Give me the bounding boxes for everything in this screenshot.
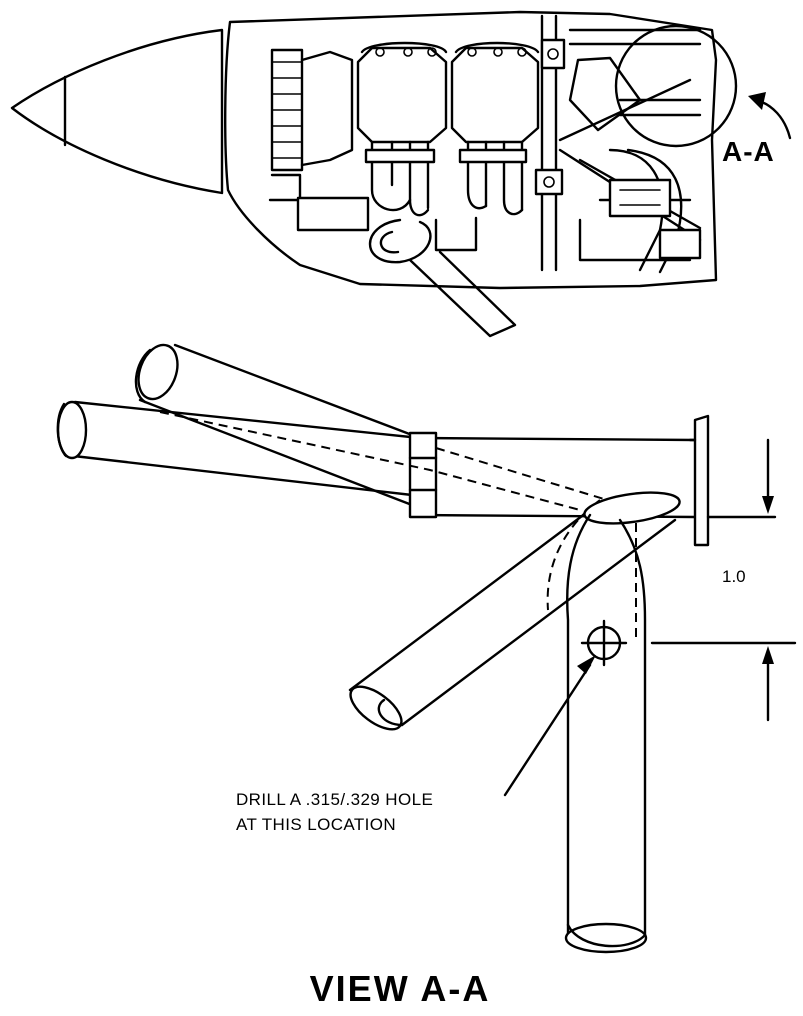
cylinder-right <box>450 41 540 144</box>
dimension-value: 1.0 <box>722 567 746 586</box>
engine-compartment-view <box>10 10 792 338</box>
tube-clamp <box>408 431 438 519</box>
left-accessory <box>268 48 370 232</box>
curved-arrow-icon <box>748 92 792 140</box>
upper-diagonal-tube <box>134 343 422 507</box>
tube-end-oval <box>583 491 681 525</box>
propeller-spinner <box>10 28 224 195</box>
drill-note: DRILL A .315/.329 HOLE AT THIS LOCATION <box>236 787 433 837</box>
hidden-line <box>435 447 641 511</box>
cylinder-left <box>356 41 448 144</box>
hidden-line <box>159 411 581 511</box>
view-aa-detail <box>56 343 797 954</box>
crosshair-circle-icon <box>580 619 628 667</box>
engine-mount-structure <box>534 14 702 274</box>
detail-circle-icon <box>614 24 738 148</box>
detail-callout-label: A-A <box>722 136 775 167</box>
vertical-tube <box>564 513 648 954</box>
drill-note-line1: DRILL A .315/.329 HOLE <box>236 790 434 809</box>
dimension-lines <box>650 438 797 722</box>
lower-diagonal-tube <box>348 508 677 731</box>
leader-arrow <box>503 655 596 797</box>
view-title: VIEW A-A <box>309 968 491 1009</box>
cowling-outline <box>224 10 718 290</box>
exhaust-pipes <box>364 140 528 338</box>
end-flange <box>688 414 710 547</box>
drill-note-line2: AT THIS LOCATION <box>236 815 397 834</box>
